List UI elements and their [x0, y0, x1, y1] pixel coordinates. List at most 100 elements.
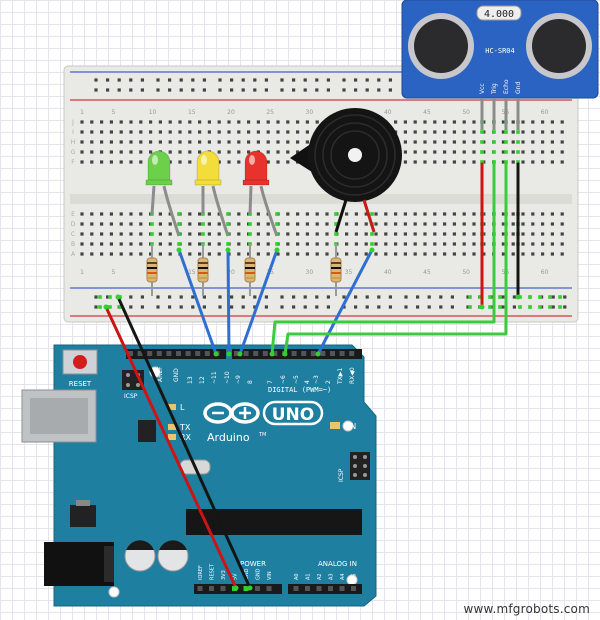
rail-hole [354, 305, 358, 309]
rail-hole [303, 78, 307, 82]
wire-endpoint [274, 247, 280, 253]
breadboard-hole [443, 252, 447, 256]
connected-hole [488, 295, 492, 299]
breadboard-hole [462, 212, 466, 216]
power-pin-label: VIN [267, 571, 273, 580]
breadboard-hole [315, 120, 319, 124]
connected-hole [498, 295, 502, 299]
header-pin [301, 351, 307, 356]
rail-hole [168, 78, 172, 82]
breadboard-hole [550, 252, 554, 256]
breadboard-hole [119, 160, 123, 164]
column-number: 5 [111, 109, 115, 116]
breadboard-hole [501, 160, 505, 164]
breadboard-hole [511, 150, 515, 154]
breadboard-hole [462, 252, 466, 256]
connected-hole [528, 295, 532, 299]
breadboard-hole [168, 232, 172, 236]
wires [103, 162, 521, 591]
rail-hole [315, 88, 319, 92]
breadboard-hole [139, 222, 143, 226]
breadboard-hole [511, 140, 515, 144]
breadboard-hole [305, 130, 309, 134]
sensor-pin-label: Trig [491, 83, 498, 95]
breadboard-hole [139, 130, 143, 134]
breadboard-hole [472, 252, 476, 256]
breadboard-hole [472, 120, 476, 124]
breadboard-hole [90, 252, 94, 256]
wire-endpoint [369, 247, 375, 253]
breadboard-hole [129, 212, 133, 216]
breadboard-hole [109, 212, 113, 216]
breadboard-hole [139, 160, 143, 164]
breadboard-hole [443, 130, 447, 134]
breadboard-hole [403, 140, 407, 144]
connected-hole [516, 150, 520, 154]
breadboard-hole [217, 140, 221, 144]
breadboard-hole [374, 242, 378, 246]
connected-hole [226, 222, 230, 226]
breadboard-hole [109, 232, 113, 236]
breadboard-hole [541, 232, 545, 236]
breadboard-hole [394, 242, 398, 246]
breadboard-hole [433, 130, 437, 134]
rail-hole [191, 295, 195, 299]
breadboard-hole [256, 120, 260, 124]
breadboard-hole [462, 150, 466, 154]
breadboard-hole [276, 160, 280, 164]
leds [145, 150, 279, 237]
row-letter: B [71, 241, 75, 248]
breadboard-hole [119, 252, 123, 256]
connected-hole [334, 232, 338, 236]
connected-hole [108, 295, 112, 299]
breadboard-hole [364, 232, 368, 236]
breadboard-hole [129, 160, 133, 164]
breadboard-hole [423, 232, 427, 236]
wire-blue-10 [226, 248, 231, 356]
breadboard-hole [149, 130, 153, 134]
breadboard-hole [237, 252, 241, 256]
breadboard-hole [119, 130, 123, 134]
wire-green-echo [283, 162, 508, 356]
rail-hole [354, 78, 358, 82]
rail-hole [326, 88, 330, 92]
breadboard-hole [90, 150, 94, 154]
wire-endpoint [282, 351, 288, 357]
wire-black-gnd [116, 295, 252, 590]
rail-hole [264, 88, 268, 92]
breadboard-hole [433, 120, 437, 124]
reset-button-cap[interactable] [73, 355, 87, 369]
rail-hole [427, 305, 431, 309]
breadboard-hole [168, 130, 172, 134]
led-green [145, 150, 181, 237]
breadboard-hole [90, 222, 94, 226]
l-led [168, 404, 176, 410]
connected-hole [516, 130, 520, 134]
breadboard-hole [247, 120, 251, 124]
wire-endpoint [103, 304, 109, 310]
column-number: 35 [345, 269, 353, 276]
breadboard-hole [511, 120, 515, 124]
breadboard-hole [198, 232, 202, 236]
header-pin [176, 351, 181, 356]
header-pin [316, 586, 322, 591]
breadboard-hole [276, 140, 280, 144]
rail-hole [241, 78, 245, 82]
breadboard-hole [139, 252, 143, 256]
rail-hole [416, 305, 420, 309]
wire-endpoint [226, 351, 232, 357]
breadboard-hole [168, 120, 172, 124]
column-number: 50 [462, 269, 470, 276]
breadboard-hole [462, 160, 466, 164]
breadboard-hole [345, 222, 349, 226]
breadboard-hole [550, 160, 554, 164]
breadboard-hole [198, 130, 202, 134]
resistor [330, 244, 342, 296]
header-pin [128, 351, 133, 356]
breadboard-hole [374, 222, 378, 226]
breadboard-hole [511, 252, 515, 256]
breadboard-hole [80, 120, 84, 124]
breadboard-hole [109, 160, 113, 164]
breadboard-hole [109, 130, 113, 134]
